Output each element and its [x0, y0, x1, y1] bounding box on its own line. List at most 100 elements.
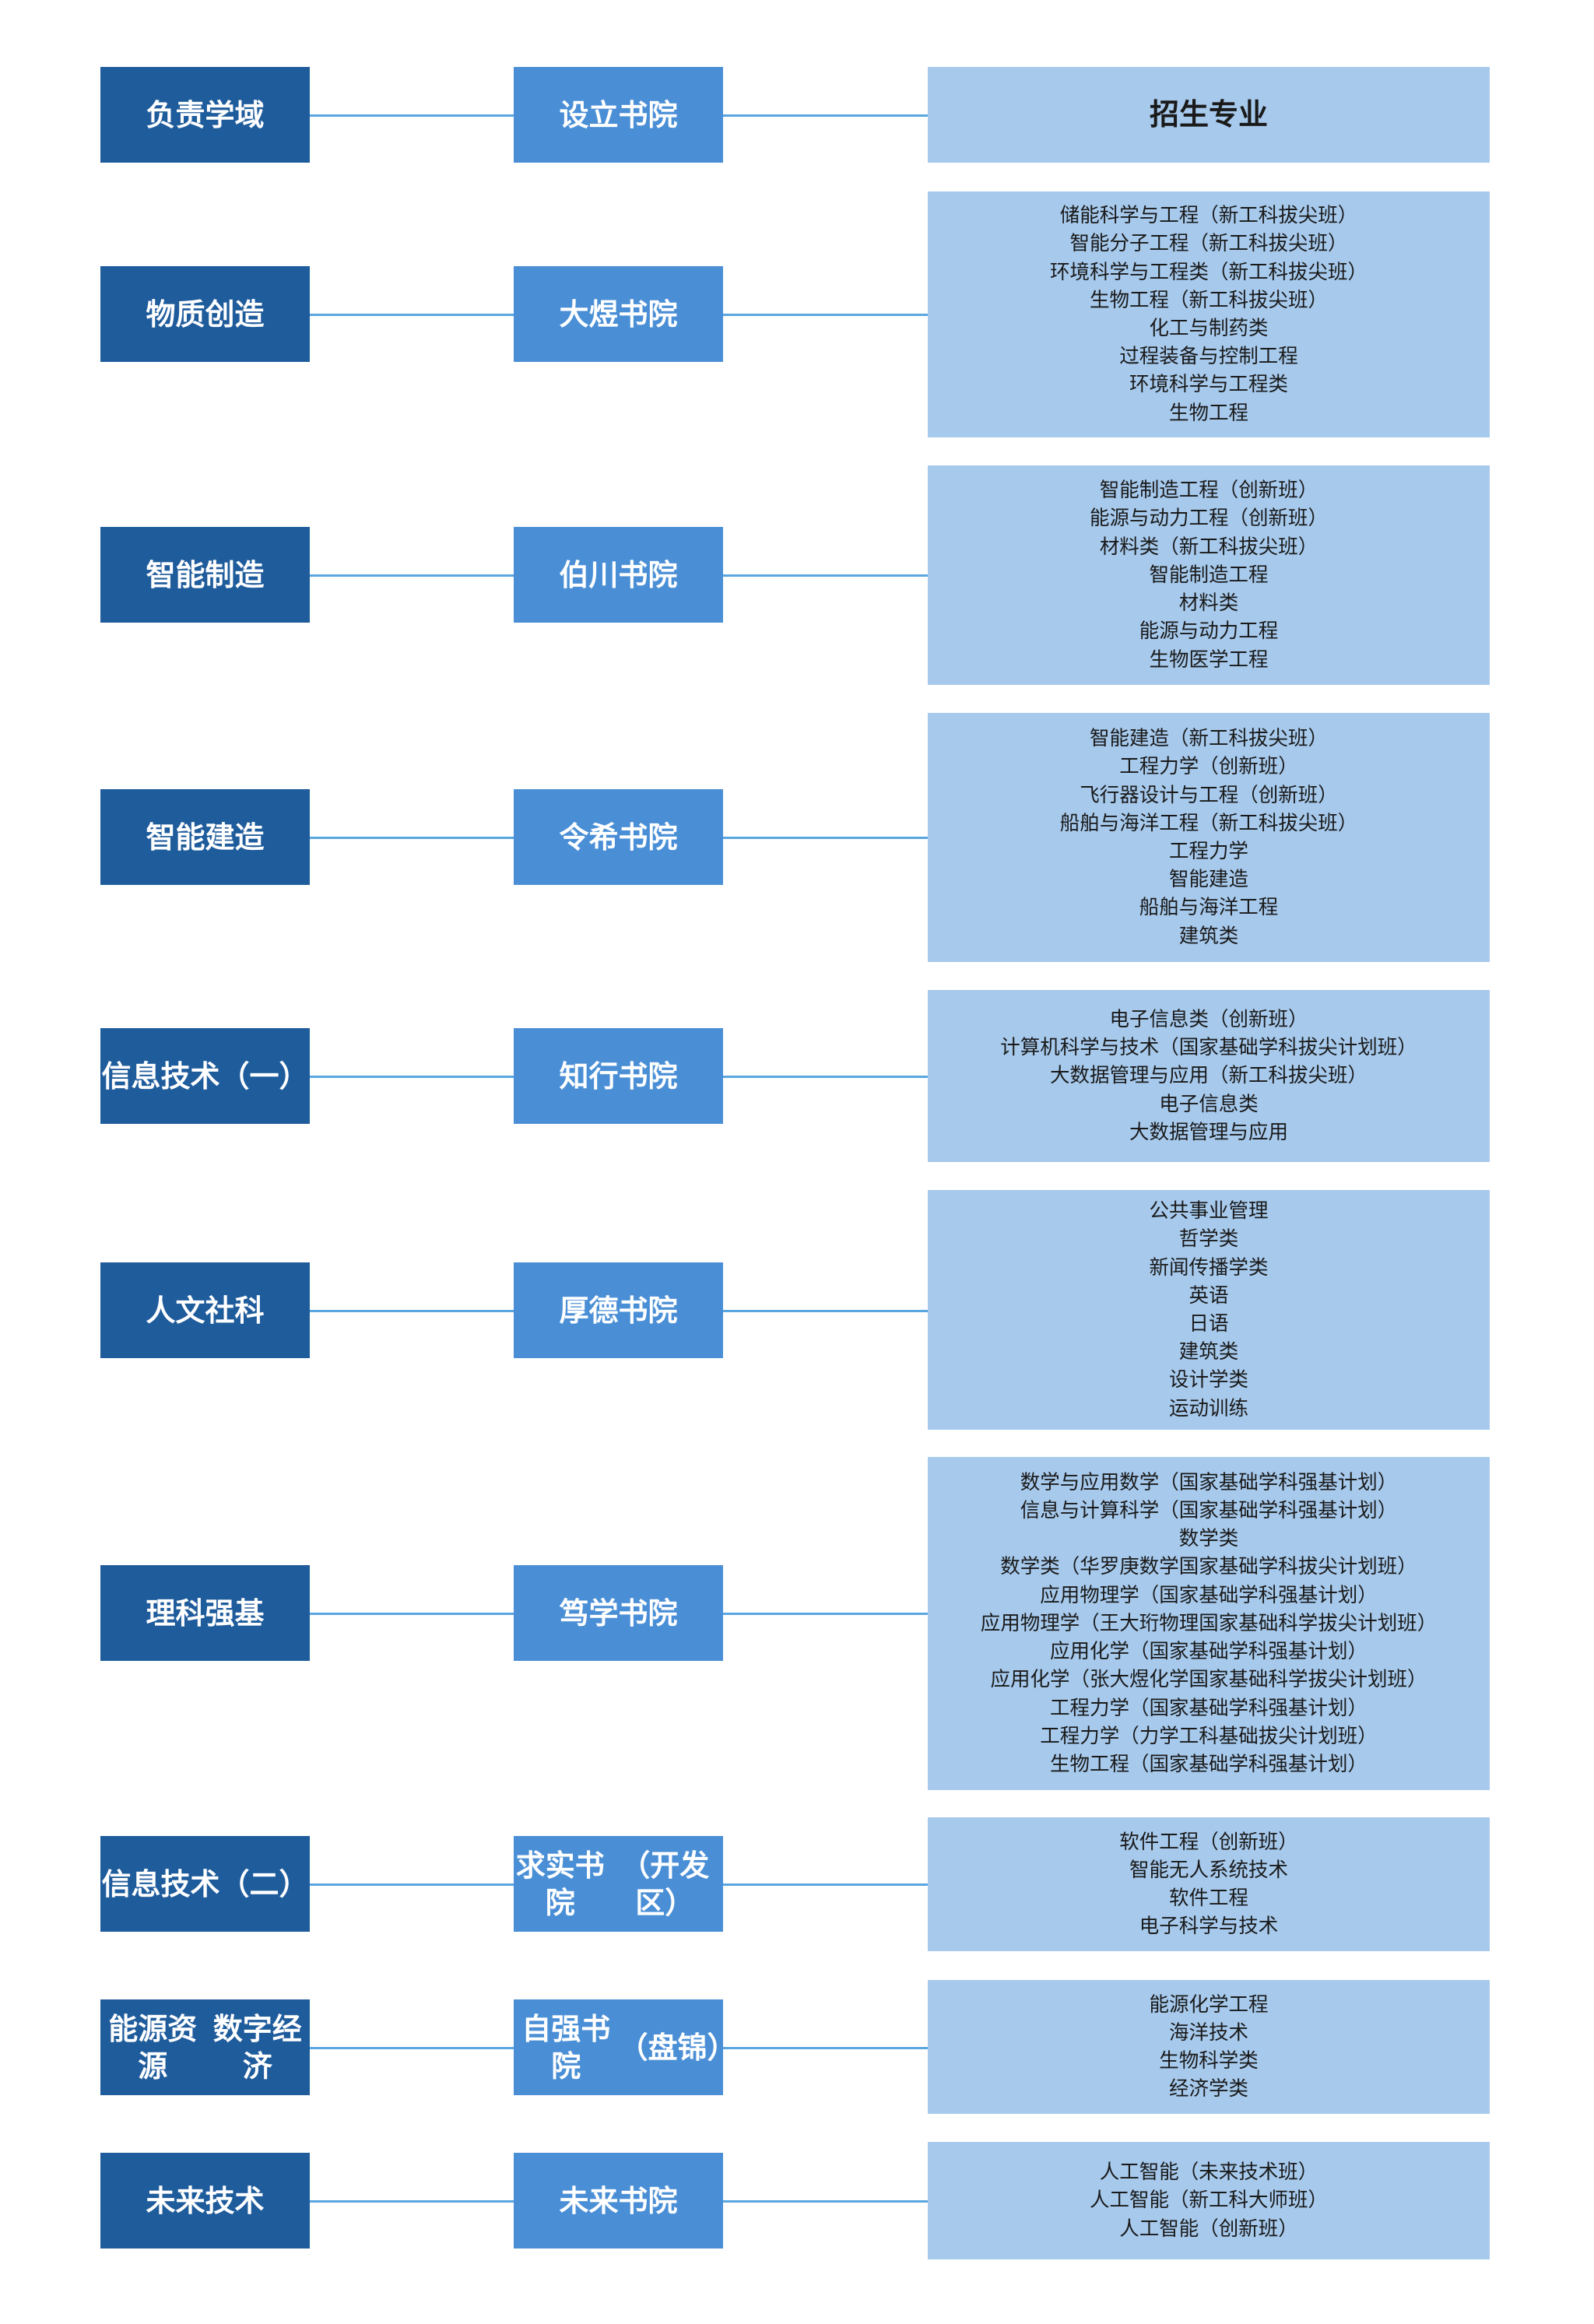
majors-box: 数学与应用数学（国家基础学科强基计划）信息与计算科学（国家基础学科强基计划）数学…	[928, 1457, 1490, 1790]
major-item: 船舶与海洋工程	[1139, 896, 1279, 920]
major-item: 智能制造工程	[1149, 563, 1269, 587]
major-item: 工程力学（创新班）	[1119, 755, 1298, 779]
label-line: 智能制造	[146, 557, 265, 592]
major-item: 能源与动力工程	[1139, 620, 1279, 644]
connector-line	[310, 2046, 514, 2049]
domain-header: 负责学域	[100, 67, 310, 163]
connector-line	[723, 2046, 928, 2049]
major-item: 生物工程（国家基础学科强基计划）	[1049, 1752, 1368, 1776]
majors-box: 储能科学与工程（新工科拔尖班） 智能分子工程（新工科拔尖班） 环境科学与工程类（新工…	[928, 191, 1490, 437]
major-item: 材料类	[1178, 592, 1239, 616]
major-item: 电子信息类（创新班）	[1109, 1007, 1308, 1031]
domain-box: 未来技术	[100, 2153, 310, 2249]
major-item: 数学与应用数学（国家基础学科强基计划）	[1020, 1470, 1398, 1494]
connector-line	[723, 313, 928, 316]
major-item: 生物工程	[1168, 401, 1248, 425]
major-item: 数学类（华罗庚数学国家基础学科拔尖计划班）	[1000, 1555, 1417, 1579]
connector-line	[310, 836, 514, 839]
label-line: 负责学域	[146, 97, 265, 132]
label-line: 未来书院	[559, 2183, 678, 2218]
major-item: 智能分子工程（新工科拔尖班）	[1069, 232, 1348, 256]
college-box: 大煜书院	[514, 266, 723, 362]
label-line: 伯川书院	[559, 557, 678, 592]
label-line: 知行书院	[559, 1058, 678, 1094]
major-item: 应用物理学（国家基础学科强基计划）	[1040, 1583, 1378, 1607]
major-item: 大数据管理与应用	[1129, 1120, 1288, 1144]
connector-line	[310, 114, 514, 117]
connector-line	[723, 1612, 928, 1615]
connector-line	[723, 574, 928, 577]
domain-box: 智能制造	[100, 527, 310, 623]
connector-line	[723, 1309, 928, 1312]
major-item: 工程力学（力学工科基础拔尖计划班）	[1040, 1724, 1378, 1748]
label-line: （一）	[219, 1058, 309, 1094]
major-item: 哲学类	[1178, 1227, 1239, 1252]
major-item: 智能建造	[1168, 868, 1248, 892]
major-item: 应用化学（张大煜化学国家基础科学拔尖计划班）	[990, 1668, 1427, 1692]
major-item: 储能科学与工程（新工科拔尖班）	[1059, 204, 1358, 228]
college-box: 自强书院（盘锦）	[514, 1999, 737, 2095]
major-item: 电子科学与技术	[1139, 1915, 1279, 1939]
major-item: 运动训练	[1168, 1396, 1248, 1420]
major-item: 智能无人系统技术	[1129, 1858, 1288, 1882]
connector-line	[310, 1612, 514, 1615]
label-line: 未来技术	[146, 2183, 265, 2218]
major-item: 工程力学（国家基础学科强基计划）	[1049, 1696, 1368, 1720]
major-item: 经济学类	[1168, 2077, 1248, 2101]
major-item: 公共事业管理	[1149, 1199, 1269, 1223]
label-line: 理科强基	[146, 1596, 265, 1631]
label-line: （二）	[219, 1866, 309, 1901]
connector-line	[723, 1883, 928, 1886]
major-item: 人工智能（创新班）	[1119, 2217, 1298, 2241]
domain-box: 物质创造	[100, 266, 310, 362]
domain-box: 信息技术（二）	[100, 1836, 310, 1932]
connector-line	[310, 2199, 514, 2203]
label-line: （盘锦）	[618, 2030, 737, 2065]
label-line: （开发区）	[620, 1848, 710, 1920]
major-item: 海洋技术	[1168, 2020, 1248, 2045]
connector-line	[310, 1309, 514, 1312]
major-item: 智能建造（新工科拔尖班）	[1089, 727, 1328, 751]
major-item: 英语	[1188, 1283, 1229, 1308]
college-header: 设立书院	[514, 67, 723, 163]
majors-box: 电子信息类（创新班）计算机科学与技术（国家基础学科拔尖计划班）大数据管理与应用（…	[928, 990, 1490, 1162]
college-box: 笃学书院	[514, 1565, 723, 1661]
major-item: 电子信息类	[1159, 1092, 1259, 1116]
college-box: 知行书院	[514, 1028, 723, 1124]
major-item: 软件工程	[1168, 1887, 1248, 1910]
major-item: 建筑类	[1178, 1340, 1239, 1364]
label-line: 物质创造	[146, 297, 265, 332]
domain-box: 信息技术（一）	[100, 1028, 310, 1124]
majors-box: 能源化学工程海洋技术生物科学类经济学类	[928, 1980, 1490, 2114]
label-line: 数字经济	[212, 2011, 302, 2084]
majors-box: 人工智能（未来技术班） 人工智能（新工科大师班） 人工智能（创新班）	[928, 2142, 1490, 2259]
connector-line	[723, 836, 928, 839]
major-item: 环境科学与工程类（新工科拔尖班）	[1049, 260, 1368, 284]
major-item: 建筑类	[1178, 924, 1239, 948]
label-line: 人文社科	[146, 1293, 265, 1328]
college-box: 厚德书院	[514, 1262, 723, 1358]
majors-box: 智能制造工程（创新班）能源与动力工程（创新班）材料类（新工科拔尖班）智能制造工程…	[928, 465, 1490, 685]
domain-box: 人文社科	[100, 1262, 310, 1358]
college-box: 伯川书院	[514, 527, 723, 623]
major-item: 智能制造工程（创新班）	[1099, 479, 1318, 503]
major-item: 生物工程（新工科拔尖班）	[1089, 288, 1328, 312]
major-item: 人工智能（新工科大师班）	[1089, 2189, 1328, 2213]
label-line: 笃学书院	[559, 1596, 678, 1631]
major-item: 计算机科学与技术（国家基础学科拔尖计划班）	[1000, 1036, 1417, 1060]
label-line: 信息技术	[101, 1866, 220, 1901]
major-item: 应用化学（国家基础学科强基计划）	[1049, 1640, 1368, 1664]
domain-box: 能源资源数字经济	[100, 1999, 310, 2095]
label-line: 令希书院	[559, 820, 678, 855]
major-item: 能源化学工程	[1149, 1992, 1269, 2017]
domain-box: 智能建造	[100, 789, 310, 885]
majors-box: 智能建造（新工科拔尖班） 工程力学（创新班） 飞行器设计与工程（创新班） 船舶与海洋工…	[928, 713, 1490, 962]
connector-line	[310, 313, 514, 316]
label-line: 求实书院	[515, 1848, 605, 1920]
major-item: 软件工程（创新班）	[1119, 1830, 1298, 1854]
label-line: 自强书院	[521, 2011, 611, 2084]
major-item: 材料类（新工科拔尖班）	[1099, 535, 1318, 559]
major-item: 人工智能（未来技术班）	[1099, 2161, 1318, 2185]
major-item: 飞行器设计与工程（创新班）	[1080, 783, 1338, 807]
major-item: 化工与制药类	[1149, 317, 1269, 340]
